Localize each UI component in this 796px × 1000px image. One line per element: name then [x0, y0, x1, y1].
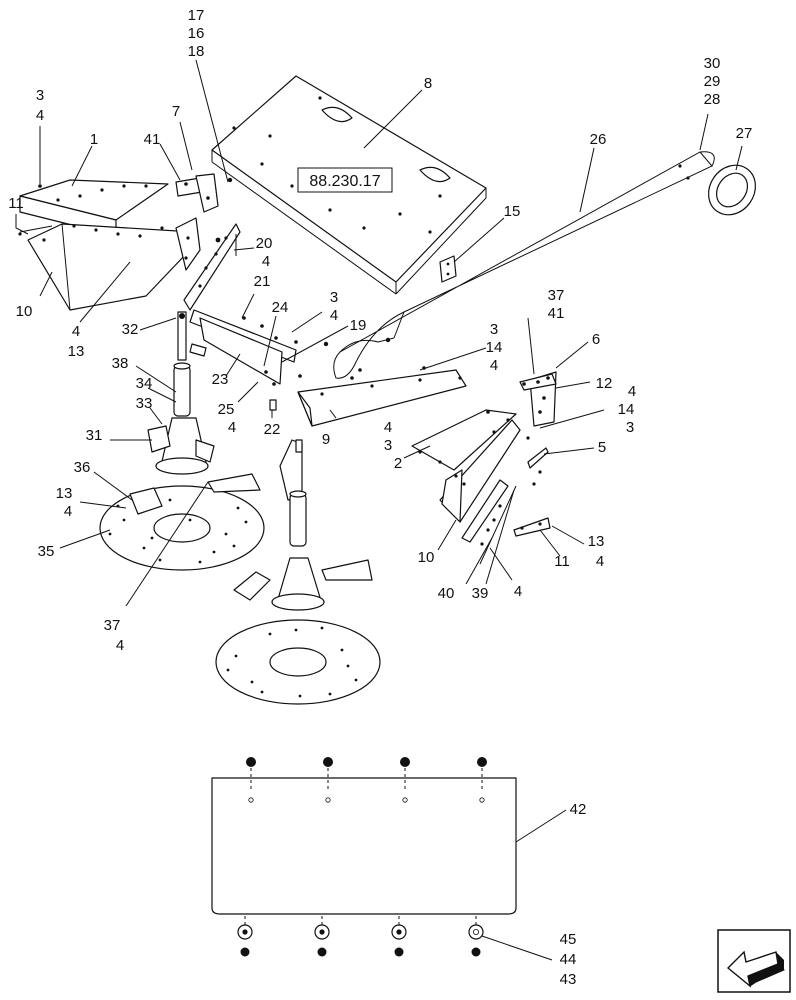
callout-24: 24: [272, 299, 289, 316]
callout-43: 43: [560, 971, 577, 988]
part-right-spinner: [215, 439, 381, 705]
callout-4: 4: [36, 107, 44, 124]
part-rod-32: [177, 311, 207, 361]
callout-13: 13: [56, 485, 73, 502]
callout-30: 30: [704, 55, 721, 72]
callout-21: 21: [254, 273, 271, 290]
callout-4: 4: [262, 253, 270, 270]
callout-15: 15: [504, 203, 521, 220]
previous-page-arrow-icon[interactable]: [717, 929, 791, 993]
callout-22: 22: [264, 421, 281, 438]
callout-4: 4: [596, 553, 604, 570]
callout-13: 13: [68, 343, 85, 360]
callout-28: 28: [704, 91, 721, 108]
callout-41: 41: [548, 305, 565, 322]
callout-11: 11: [8, 195, 24, 212]
callout-4: 4: [116, 637, 124, 654]
callout-3: 3: [626, 419, 634, 436]
callout-12: 12: [596, 375, 613, 392]
part-deflector-9: [297, 366, 467, 427]
callout-5: 5: [598, 439, 606, 456]
callout-37: 37: [548, 287, 565, 304]
callout-8: 8: [424, 75, 432, 92]
callout-44: 44: [560, 951, 577, 968]
callout-13: 13: [588, 533, 605, 550]
callout-4: 4: [330, 307, 338, 324]
callout-41: 41: [144, 131, 161, 148]
callout-14: 14: [618, 401, 635, 418]
callout-4: 4: [64, 503, 72, 520]
flap-top-nuts: [246, 757, 487, 803]
part-rubber-flap: [211, 757, 517, 957]
leader-lines: [15, 59, 743, 961]
callout-3: 3: [36, 87, 44, 104]
callout-38: 38: [112, 355, 129, 372]
callout-3: 3: [490, 321, 498, 338]
callout-40: 40: [438, 585, 455, 602]
part-side-rail: [183, 223, 302, 411]
callout-3: 3: [384, 437, 392, 454]
callout-19: 19: [350, 317, 367, 334]
flap-bottom-hardware: [237, 916, 484, 957]
callout-4: 4: [628, 383, 636, 400]
part-auger-tube: [323, 151, 715, 380]
callout-27: 27: [736, 125, 753, 142]
callout-36: 36: [74, 459, 91, 476]
callout-23: 23: [212, 371, 229, 388]
part-left-hopper-chute: [18, 179, 201, 311]
callout-37: 37: [104, 617, 121, 634]
callout-17: 17: [188, 7, 205, 24]
callout-7: 7: [172, 103, 180, 120]
callout-18: 18: [188, 43, 205, 60]
figure-reference-label: 88.230.17: [309, 173, 380, 190]
callout-39: 39: [472, 585, 489, 602]
callout-10: 10: [418, 549, 435, 566]
callout-4: 4: [384, 419, 392, 436]
callout-11: 11: [554, 553, 570, 570]
callout-16: 16: [188, 25, 205, 42]
callout-14: 14: [486, 339, 503, 356]
part-bracket-7: [175, 173, 233, 213]
callout-31: 31: [86, 427, 103, 444]
callout-34: 34: [136, 375, 153, 392]
callout-4: 4: [228, 419, 236, 436]
callout-26: 26: [590, 131, 607, 148]
callout-9: 9: [322, 431, 330, 448]
callout-1: 1: [90, 131, 98, 148]
callout-6: 6: [592, 331, 600, 348]
part-right-chute: [411, 371, 557, 565]
callout-10: 10: [16, 303, 33, 320]
callout-3: 3: [330, 289, 338, 306]
callout-42: 42: [570, 801, 587, 818]
part-bracket-15: [439, 255, 457, 283]
callout-35: 35: [38, 543, 55, 560]
callout-4: 4: [72, 323, 80, 340]
callout-33: 33: [136, 395, 153, 412]
part-flange-ring: [708, 164, 756, 216]
callout-32: 32: [122, 321, 139, 338]
figure-reference-box: 88.230.17: [297, 167, 393, 193]
callout-4: 4: [514, 583, 522, 600]
callout-25: 25: [218, 401, 235, 418]
callout-45: 45: [560, 931, 577, 948]
callout-29: 29: [704, 73, 721, 90]
callout-4: 4: [490, 357, 498, 374]
callout-20: 20: [256, 235, 273, 252]
callout-2: 2: [394, 455, 402, 472]
part-left-spinner: [99, 362, 265, 571]
callout-labels: 17 16 18 3 4 1 7 41 8 30 29 28 27 26 11 …: [8, 7, 752, 988]
